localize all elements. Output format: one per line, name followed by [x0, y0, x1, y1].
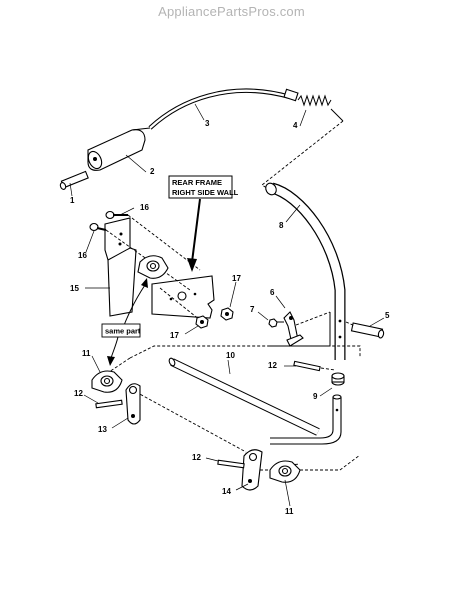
part-12-pin-right[interactable]	[293, 360, 321, 372]
assembly-line-7	[320, 367, 336, 371]
callout-12a: 12	[74, 389, 83, 398]
callout-17a: 17	[232, 274, 241, 283]
assembly-line-1	[127, 214, 201, 271]
same-part-label-box	[101, 323, 141, 338]
part-8-rod[interactable]	[264, 181, 346, 360]
callout-3: 3	[205, 119, 210, 128]
part-12-pin-left[interactable]	[95, 399, 123, 409]
callout-11b: 11	[285, 507, 294, 516]
part-17-nut-right[interactable]	[220, 307, 234, 321]
callout-6: 6	[270, 288, 275, 297]
part-7-bolt[interactable]	[268, 318, 284, 328]
rod-8-lower	[270, 394, 342, 445]
box-label-line1: REAR FRAME	[172, 178, 222, 187]
callout-1: 1	[70, 196, 75, 205]
callout-7: 7	[250, 305, 255, 314]
assembly-line-3	[159, 287, 201, 321]
part-10-rod[interactable]	[168, 357, 320, 436]
part-11-bearing-left[interactable]	[91, 370, 123, 393]
part-1-pin[interactable]	[59, 170, 89, 190]
callout-12b: 12	[268, 361, 277, 370]
part-4-spring[interactable]	[297, 94, 344, 122]
part-2-handle[interactable]	[86, 127, 151, 171]
part-16-screw-lower[interactable]	[89, 222, 107, 232]
part-6-latch[interactable]	[283, 311, 304, 347]
assembly-box-top	[129, 345, 361, 359]
assembly-box-diag	[135, 391, 247, 453]
leader-lines	[69, 103, 385, 507]
callout-11a: 11	[82, 349, 91, 358]
callout-9: 9	[313, 392, 318, 401]
callout-4: 4	[293, 121, 298, 130]
callout-2: 2	[150, 167, 155, 176]
part-11-bearing-right[interactable]	[269, 460, 301, 483]
callout-17b: 17	[170, 331, 179, 340]
assembly-line-6	[295, 311, 331, 326]
callout-12c: 12	[192, 453, 201, 462]
part-14-arm[interactable]	[241, 449, 263, 491]
cable-routing-line	[261, 120, 344, 191]
part-15-bracket[interactable]	[104, 217, 137, 317]
part-12-pin-lower[interactable]	[217, 459, 245, 469]
watermark: AppliancePartsPros.com	[158, 4, 305, 19]
box-label-line2: RIGHT SIDE WALL	[172, 188, 239, 197]
callout-15: 15	[70, 284, 79, 293]
part-17-nut-left[interactable]	[195, 315, 209, 329]
same-part-label: same part	[105, 327, 141, 336]
callouts: 1 2 3 4 5 6 7 8 9 10 11 11 12 12 12 13 1…	[70, 119, 390, 516]
callout-16b: 16	[78, 251, 87, 260]
callout-8: 8	[279, 221, 284, 230]
callout-10: 10	[226, 351, 235, 360]
latch-guide-line	[270, 312, 331, 347]
callout-13: 13	[98, 425, 107, 434]
callout-16a: 16	[140, 203, 149, 212]
part-3-cable[interactable]	[148, 88, 299, 130]
frame-wall-plate[interactable]	[151, 275, 215, 319]
assembly-line-5	[345, 321, 356, 327]
flange-bearing-upper[interactable]	[137, 255, 169, 279]
part-9-collar[interactable]	[331, 372, 345, 386]
callout-14: 14	[222, 487, 231, 496]
assembly-box-bottom	[250, 454, 361, 471]
part-13-arm[interactable]	[125, 383, 141, 425]
part-5-pin[interactable]	[350, 322, 385, 339]
callout-5: 5	[385, 311, 390, 320]
rear-frame-label-box	[168, 175, 233, 199]
